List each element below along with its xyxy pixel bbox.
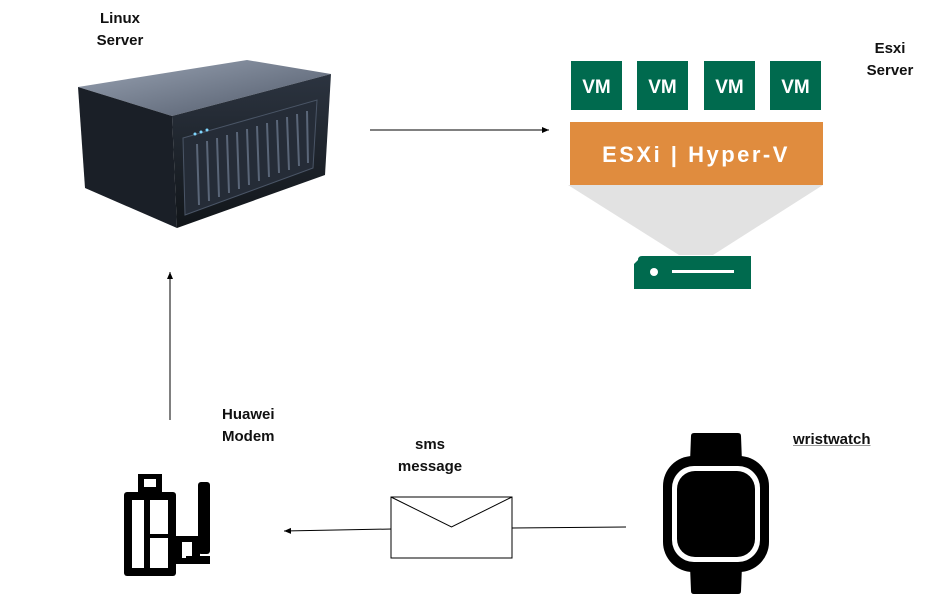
vm-box-4: VM <box>770 61 821 110</box>
usb-modem-icon <box>124 474 210 576</box>
vm-label-4: VM <box>781 77 810 98</box>
linux-server-icon <box>78 60 331 228</box>
linux-server-label: Linux Server <box>96 10 144 49</box>
hypervisor-banner <box>570 122 823 185</box>
vm-box-3: VM <box>704 61 755 110</box>
vm-box-1: VM <box>571 61 622 110</box>
sms-envelope-icon <box>390 496 513 559</box>
esxi-server-label: Esxi Server <box>866 40 914 79</box>
hypervisor-cone <box>568 185 823 255</box>
hypervisor-diagram: VM VM VM VM ESXi | Hyper-V <box>568 61 823 289</box>
huawei-modem-label: Huawei Modem <box>222 406 275 445</box>
sms-message-label: sms message <box>397 436 463 475</box>
wristwatch-icon <box>663 433 769 594</box>
vm-label-2: VM <box>648 77 677 98</box>
hypervisor-banner-label: ESXi | Hyper-V <box>602 142 790 167</box>
vm-label-3: VM <box>715 77 744 98</box>
wristwatch-label: wristwatch <box>793 431 871 448</box>
vm-label-1: VM <box>582 77 611 98</box>
vm-box-2: VM <box>637 61 688 110</box>
